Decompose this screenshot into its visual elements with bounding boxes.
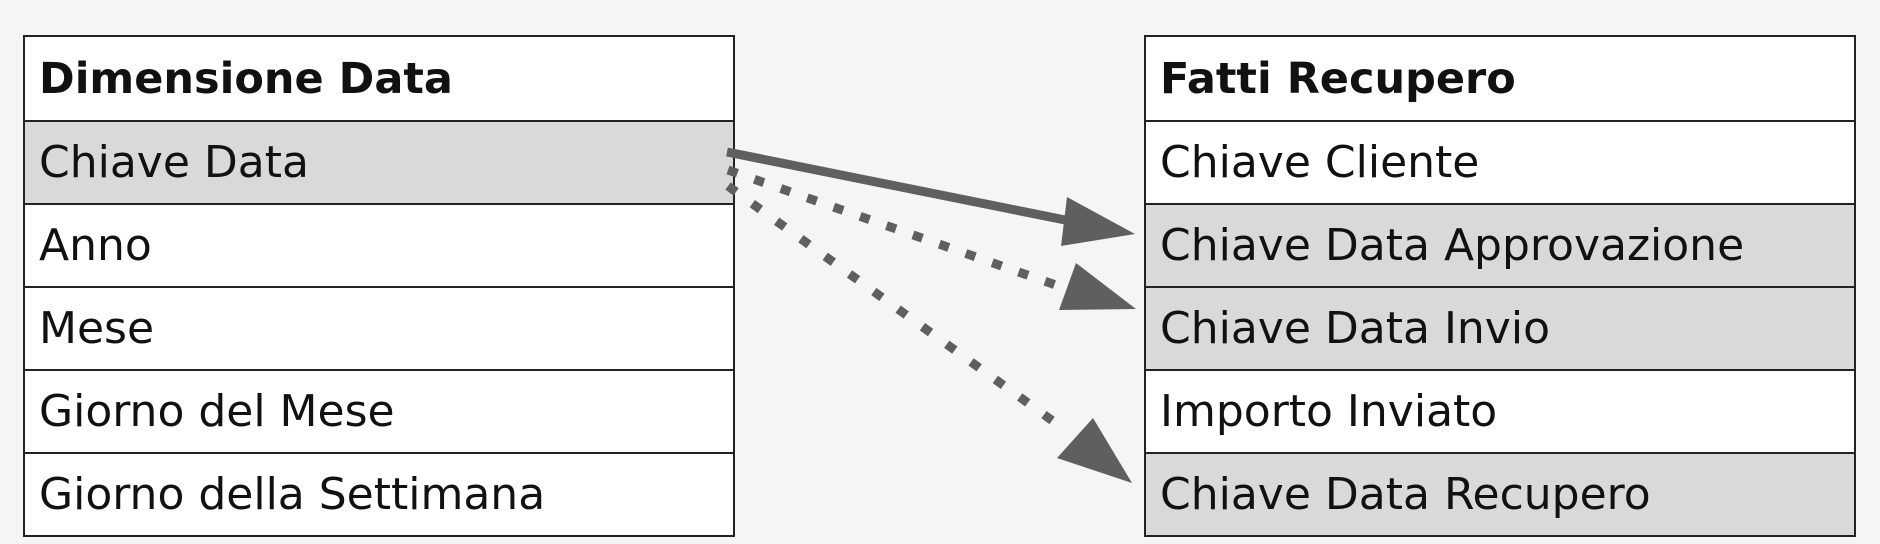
dotted-arrow-head-invio <box>1059 263 1136 310</box>
field-giorno-della-settimana: Giorno della Settimana <box>25 452 733 535</box>
field-anno: Anno <box>25 203 733 286</box>
dotted-arrow-line-recupero <box>725 182 1071 436</box>
arrow-to-chiave-data-invio <box>726 165 1136 310</box>
date-dimension-table: Dimensione Data Chiave Data Anno Mese Gi… <box>23 35 735 537</box>
arrow-to-chiave-data-recupero <box>725 182 1132 483</box>
field-chiave-data-approvazione: Chiave Data Approvazione <box>1146 203 1854 286</box>
field-chiave-data-invio: Chiave Data Invio <box>1146 286 1854 369</box>
solid-arrow-line <box>726 147 1076 227</box>
solid-arrow-head <box>1061 197 1135 246</box>
field-chiave-cliente: Chiave Cliente <box>1146 120 1854 203</box>
recovery-facts-table: Fatti Recupero Chiave Cliente Chiave Dat… <box>1144 35 1856 537</box>
arrow-to-chiave-data-approvazione <box>726 147 1135 246</box>
field-giorno-del-mese: Giorno del Mese <box>25 369 733 452</box>
field-importo-inviato: Importo Inviato <box>1146 369 1854 452</box>
date-dimension-title: Dimensione Data <box>39 53 453 104</box>
dotted-arrow-line-invio <box>726 165 1072 295</box>
field-chiave-data: Chiave Data <box>25 120 733 203</box>
dotted-arrow-head-recupero <box>1057 418 1132 483</box>
field-mese: Mese <box>25 286 733 369</box>
recovery-facts-title: Fatti Recupero <box>1160 53 1516 104</box>
field-chiave-data-recupero: Chiave Data Recupero <box>1146 452 1854 535</box>
